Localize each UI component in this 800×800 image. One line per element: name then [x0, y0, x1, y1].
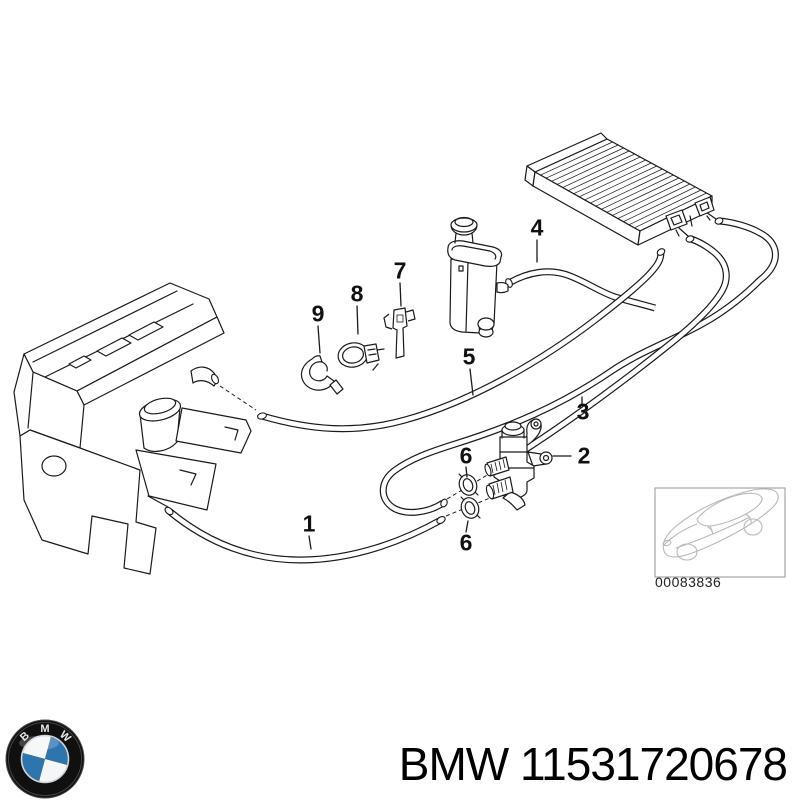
bracket-clip-7: [383, 307, 416, 359]
tank-bottom-stub: [477, 317, 495, 338]
water-valve-drawing: [484, 418, 553, 511]
spring-clamp-9: [300, 355, 344, 395]
engine-coolant-neck: [138, 397, 182, 452]
tank-nozzle: [496, 282, 509, 294]
callout-3: 3: [576, 398, 590, 425]
callout-5: 5: [462, 343, 476, 370]
callout-2: 2: [577, 442, 591, 469]
hose-3-return: [379, 217, 779, 516]
callout-8: 8: [350, 280, 364, 307]
callout-6: 6: [459, 529, 473, 556]
callout-1: 1: [302, 510, 316, 537]
callout-9: 9: [311, 300, 325, 327]
callout-7: 7: [393, 257, 407, 284]
car-thumbnail-box: [654, 487, 786, 578]
clamp-6-lower: [460, 496, 481, 519]
valve-port-lower: [485, 476, 514, 500]
clamp-6-upper: [458, 473, 479, 496]
callout-leader-lines: [308, 239, 583, 550]
heater-core-fitting-left: [665, 209, 688, 237]
hose-5-supply: [257, 248, 666, 433]
svg-text:M: M: [40, 723, 49, 735]
car-thumbnail-drawing: [662, 488, 779, 561]
hose-1-engine-return: [164, 506, 446, 564]
valve-port-upper: [484, 456, 510, 477]
hose-clamp-8: [337, 342, 385, 371]
expansion-tank-drawing: [447, 216, 509, 338]
bmw-roundel-icon: B M W: [5, 719, 85, 799]
heater-core-fitting-right: [694, 196, 715, 221]
roundel-quadrants: [20, 734, 70, 784]
callout-6: 6: [459, 442, 473, 469]
engine-drawing: [13, 282, 252, 575]
diagram-code: 00083836: [655, 574, 722, 590]
brand-text: BMW: [398, 738, 509, 790]
heater-core-fins: [540, 141, 707, 229]
tank-cap: [450, 216, 478, 236]
cooling-hoses-diagram: [13, 132, 786, 578]
part-number-text: 11531720678: [520, 738, 788, 790]
heater-core-drawing: [524, 132, 715, 246]
engine-hose-stub: [190, 366, 219, 387]
callout-4: 4: [530, 214, 544, 241]
part-number-title: BMW 11531720678: [398, 738, 788, 790]
